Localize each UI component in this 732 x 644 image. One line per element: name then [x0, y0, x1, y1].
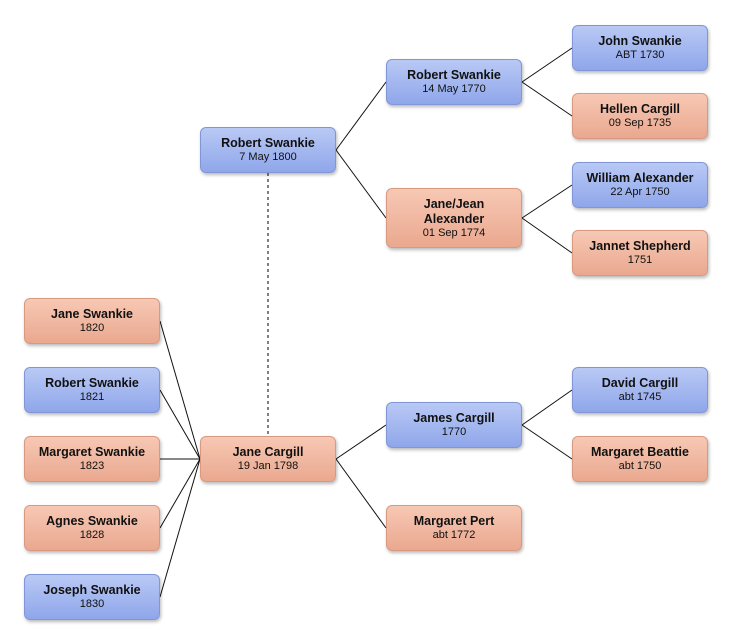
person-name: Jane/Jean Alexander — [423, 196, 485, 226]
connector-line — [335, 81, 387, 151]
person-james-cargill[interactable]: James Cargill 1770 — [386, 402, 522, 448]
person-agnes-swankie[interactable]: Agnes Swankie 1828 — [24, 505, 160, 551]
person-name: Jannet Shepherd — [589, 239, 691, 253]
person-date: 1830 — [79, 598, 105, 610]
connector-line — [521, 81, 573, 117]
connector-line — [521, 47, 573, 83]
connector-line — [335, 458, 387, 529]
person-robert-swankie-1800[interactable]: Robert Swankie 7 May 1800 — [200, 127, 336, 173]
person-william-alexander[interactable]: William Alexander 22 Apr 1750 — [572, 162, 708, 208]
person-name: Robert Swankie — [221, 136, 315, 150]
person-name: Robert Swankie — [45, 376, 139, 390]
connector-line — [521, 389, 573, 426]
connector-line — [521, 184, 573, 219]
person-date: 1820 — [79, 322, 105, 334]
person-name: Margaret Pert — [413, 514, 495, 528]
person-date: 1751 — [627, 254, 653, 266]
person-margaret-beattie[interactable]: Margaret Beattie abt 1750 — [572, 436, 708, 482]
connector-line — [159, 389, 201, 460]
person-name: Hellen Cargill — [600, 102, 680, 116]
person-margaret-pert[interactable]: Margaret Pert abt 1772 — [386, 505, 522, 551]
person-date: 01 Sep 1774 — [422, 226, 486, 239]
person-date: abt 1772 — [432, 529, 476, 541]
connector-line — [521, 424, 573, 460]
person-name: David Cargill — [601, 376, 679, 390]
connector-line — [159, 320, 201, 460]
person-name: John Swankie — [598, 34, 682, 48]
person-joseph-swankie[interactable]: Joseph Swankie 1830 — [24, 574, 160, 620]
person-date: abt 1750 — [618, 460, 662, 472]
person-date: ABT 1730 — [615, 49, 665, 61]
person-name: Jane Swankie — [51, 307, 133, 321]
person-hellen-cargill[interactable]: Hellen Cargill 09 Sep 1735 — [572, 93, 708, 139]
person-john-swankie[interactable]: John Swankie ABT 1730 — [572, 25, 708, 71]
person-date: 14 May 1770 — [422, 83, 486, 95]
person-robert-swankie-1821[interactable]: Robert Swankie 1821 — [24, 367, 160, 413]
person-jane-cargill[interactable]: Jane Cargill 19 Jan 1798 — [200, 436, 336, 482]
person-jane-jean-alexander[interactable]: Jane/Jean Alexander 01 Sep 1774 — [386, 188, 522, 248]
person-date: 1821 — [79, 391, 105, 403]
person-name: William Alexander — [586, 171, 694, 185]
connector-line — [159, 458, 201, 598]
person-jane-swankie[interactable]: Jane Swankie 1820 — [24, 298, 160, 344]
connector-line — [521, 217, 573, 254]
connector-line — [159, 458, 201, 529]
person-date: abt 1745 — [618, 391, 662, 403]
person-david-cargill[interactable]: David Cargill abt 1745 — [572, 367, 708, 413]
person-name: Joseph Swankie — [43, 583, 141, 597]
person-date: 1828 — [79, 529, 105, 541]
connector-line — [335, 149, 387, 219]
person-date: 19 Jan 1798 — [237, 460, 299, 472]
person-name: Margaret Swankie — [38, 445, 146, 459]
person-name: Agnes Swankie — [46, 514, 138, 528]
person-name: Jane Cargill — [232, 445, 304, 459]
person-margaret-swankie[interactable]: Margaret Swankie 1823 — [24, 436, 160, 482]
person-name: Robert Swankie — [407, 68, 501, 82]
person-date: 1823 — [79, 460, 105, 472]
person-date: 09 Sep 1735 — [608, 117, 672, 129]
person-name: James Cargill — [413, 411, 495, 425]
person-jannet-shepherd[interactable]: Jannet Shepherd 1751 — [572, 230, 708, 276]
person-name: Margaret Beattie — [591, 445, 689, 459]
person-date: 22 Apr 1750 — [610, 186, 670, 198]
person-robert-swankie-1770[interactable]: Robert Swankie 14 May 1770 — [386, 59, 522, 105]
person-date: 1770 — [441, 426, 467, 438]
person-date: 7 May 1800 — [239, 151, 297, 163]
connector-line — [335, 424, 387, 460]
